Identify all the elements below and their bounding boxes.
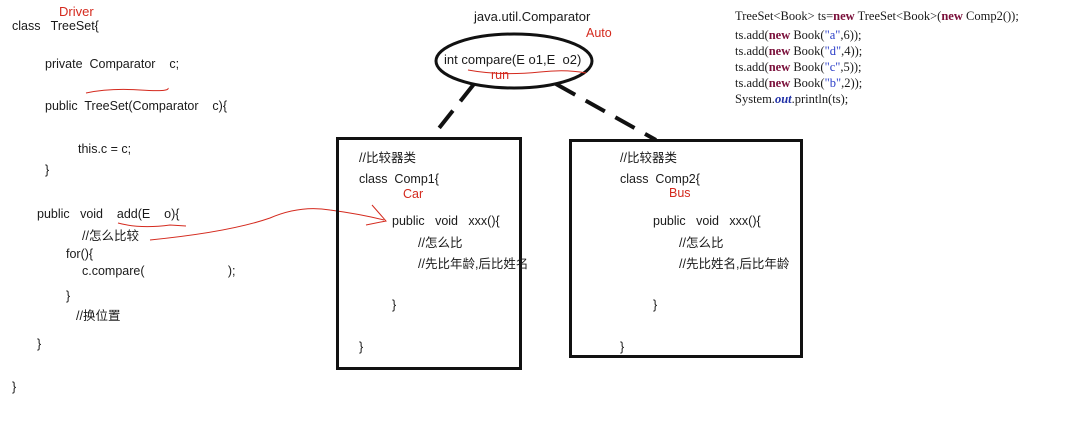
driver-label: Driver [59,4,94,19]
comp1-comment: //比较器类 [359,151,416,165]
comp1-box [336,137,522,370]
interface-title: java.util.Comparator [474,9,591,24]
arrowhead-comp1 [365,204,387,226]
code-line-comment-swap: //换位置 [76,309,121,323]
comp2-comment: //比较器类 [620,151,677,165]
comp2-close-method: } [653,298,658,312]
code-line-comment-compare: //怎么比较 [82,229,139,243]
code-treeset-construct: TreeSet<Book> ts=new TreeSet<Book>(new C… [735,9,1019,23]
comp1-class-line: class Comp1{ [359,172,439,186]
dashed-link-right [555,82,657,142]
interface-ellipse [434,32,594,90]
code-line-close-add: } [37,337,42,351]
comp2-box [569,139,803,358]
auto-label: Auto [586,26,612,40]
arrow-add-to-comp1 [149,208,385,241]
comp1-method: public void xxx(){ [392,214,500,228]
car-label: Car [403,187,424,201]
code-line-constructor: public TreeSet(Comparator c){ [45,99,228,113]
comp2-body2: //先比姓名,后比年龄 [679,257,790,271]
comp1-close-method: } [392,298,397,312]
code-println-line: System.out.println(ts); [735,92,849,106]
code-line-close-class: } [12,380,17,394]
bus-label: Bus [669,186,691,200]
interface-method: int compare(E o1,E o2) [444,52,582,67]
underline-add [117,222,187,228]
code-line-assign: this.c = c; [78,142,132,156]
comp2-body1: //怎么比 [679,236,724,250]
code-line-for: for(){ [66,247,94,261]
comp2-method: public void xxx(){ [653,214,761,228]
code-line-compare-call: c.compare( ); [82,264,236,278]
comp2-class-line: class Comp2{ [620,172,700,186]
comp1-body1: //怎么比 [418,236,463,250]
code-line-close-for: } [66,289,71,303]
comp2-close-class: } [620,340,625,354]
underline-run [467,69,587,75]
underline-comparator [85,87,169,94]
dashed-link-left [430,82,476,139]
run-label: run [491,68,510,82]
code-add-line: ts.add(new Book("b",2)); [735,76,863,90]
code-line-add: public void add(E o){ [37,207,180,221]
code-add-line: ts.add(new Book("d",4)); [735,44,863,58]
code-add-line: ts.add(new Book("a",6)); [735,28,862,42]
comp1-body2: //先比年龄,后比姓名 [418,257,529,271]
code-line-close-constructor: } [45,163,50,177]
code-line-field: private Comparator c; [45,57,180,71]
code-add-line: ts.add(new Book("c",5)); [735,60,862,74]
comp1-close-class: } [359,340,364,354]
code-line-class: class TreeSet{ [12,19,99,33]
